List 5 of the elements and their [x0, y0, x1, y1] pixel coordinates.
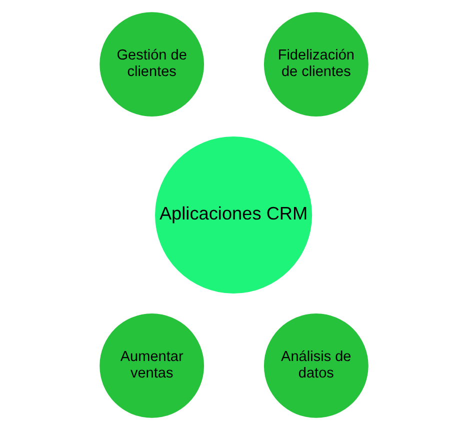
node-circle: Gestión de clientes — [99, 12, 204, 116]
node-circle: Análisis de datos — [263, 314, 368, 418]
node-circle: Fidelización de clientes — [263, 12, 368, 116]
node-circle: Aumentar ventas — [99, 314, 204, 418]
node-circle: Aplicaciones CRM — [154, 136, 312, 294]
